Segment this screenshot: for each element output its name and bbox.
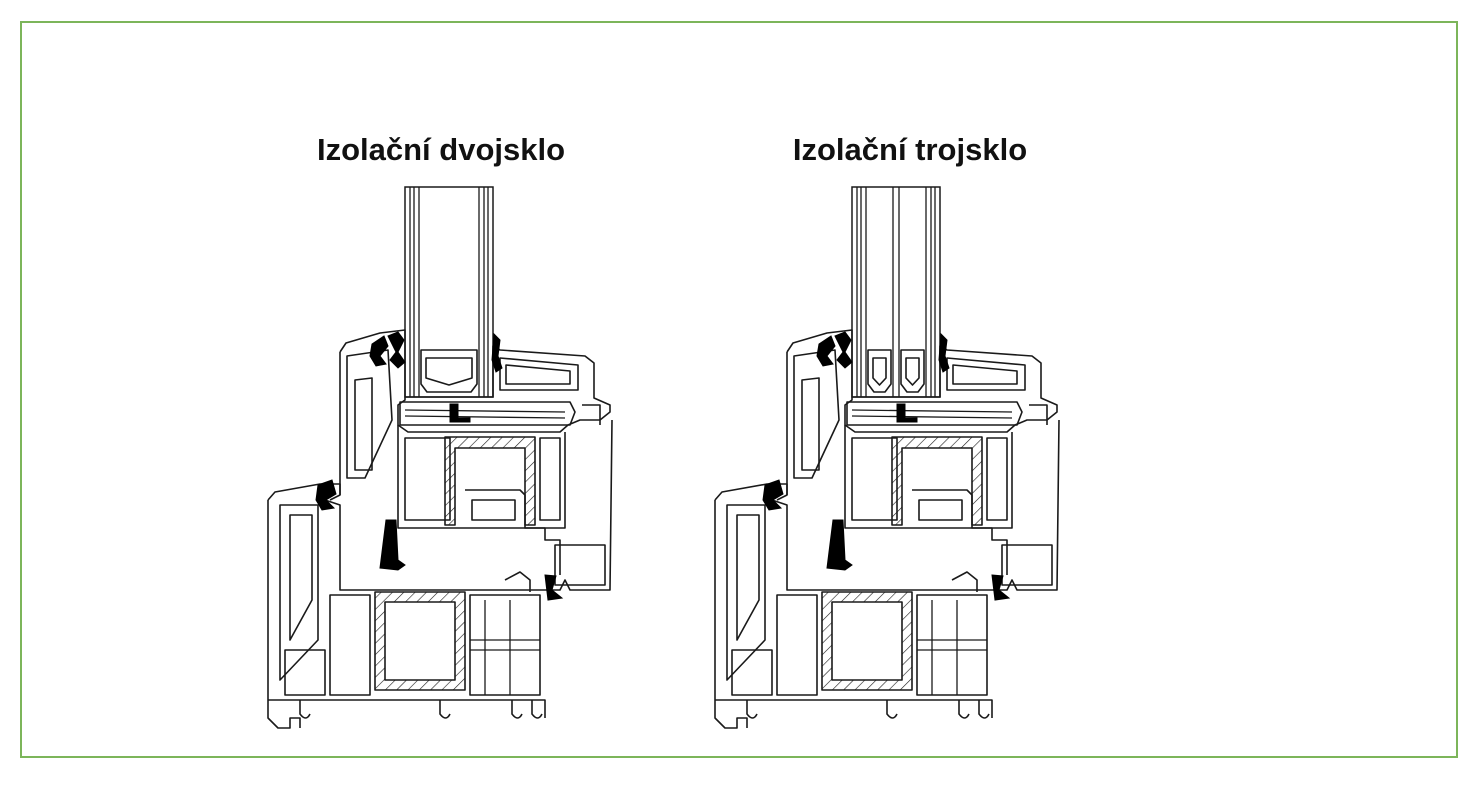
frame-hook [439, 700, 451, 719]
frame-hook [886, 700, 898, 719]
gasket-frame-middle [826, 519, 853, 571]
frame-clip [504, 571, 531, 592]
glazing-unit-outline [404, 186, 494, 398]
sash-left-edge [329, 352, 341, 501]
frame-chamber-left [726, 504, 766, 681]
profile-section-triple [714, 186, 1060, 729]
gasket-frame-outer [315, 479, 337, 511]
glazing-bead [499, 357, 579, 391]
gasket-frame-outer [762, 479, 784, 511]
frame-hook [978, 700, 990, 719]
gasket-outer-top-2 [369, 335, 389, 367]
sash-chamber-right [986, 437, 1008, 521]
sash-chamber-left-inner [801, 377, 820, 471]
sash-outline [339, 329, 611, 433]
frame-left-outer [714, 500, 748, 729]
gasket-outer-top-2 [816, 335, 836, 367]
diagram-frame [20, 21, 1458, 758]
frame-chamber-right-small [1001, 544, 1053, 586]
frame-chamber-right [916, 594, 988, 696]
gasket-frame-middle [379, 519, 406, 571]
gasket-frame-inner [544, 574, 564, 601]
glass-support [846, 401, 1023, 426]
sash-steel-reinforcement [891, 436, 983, 526]
spacer-inner [872, 357, 887, 386]
gasket-frame-inner [991, 574, 1011, 601]
gasket-outer-top [387, 331, 406, 369]
gasket-glass-bottom [896, 403, 918, 423]
frame-chamber-bottom-left [731, 649, 773, 696]
sash-chamber-left [346, 349, 393, 479]
frame-mullion [465, 489, 561, 575]
glass-support-line [851, 409, 1013, 413]
frame-chamber-right [469, 594, 541, 696]
frame-mullion-chamber [471, 499, 516, 521]
profile-section-double [267, 186, 613, 729]
glazing-unit-outline [851, 186, 941, 398]
frame-hook [746, 700, 758, 719]
frame-chamber-bottom-left [284, 649, 326, 696]
sash-tip [582, 404, 601, 425]
frame-chamber-left-inner [736, 514, 760, 641]
sash-chamber-left [793, 349, 840, 479]
gasket-glass-bottom [449, 403, 471, 423]
panel-title-double: Izolační dvojsklo [316, 132, 566, 167]
sash-tip [1029, 404, 1048, 425]
sash-chamber-left-inner [354, 377, 373, 471]
frame-bottom-line [268, 699, 546, 718]
glass-support [399, 401, 576, 426]
gasket-outer-top [834, 331, 853, 369]
frame-mullion-chamber [918, 499, 963, 521]
gasket-inner-top [938, 332, 950, 373]
frame-hook [958, 700, 970, 719]
frame-steel-reinforcement [374, 591, 466, 691]
sash-left-edge [776, 352, 788, 501]
frame-hook [511, 700, 523, 719]
sash-steel-reinforcement [444, 436, 536, 526]
gasket-inner-top [491, 332, 503, 373]
glass-support-line [404, 409, 566, 413]
glass-support-line [404, 415, 566, 419]
frame-hook [531, 700, 543, 719]
sash-outline [786, 329, 1058, 433]
frame-chamber-left [279, 504, 319, 681]
spacer-bar [900, 349, 925, 393]
frame-chamber-right-small [554, 544, 606, 586]
frame-hook [299, 700, 311, 719]
glass-support-line [851, 415, 1013, 419]
frame-clip [951, 571, 978, 592]
sash-body [844, 425, 1013, 529]
sash-body [397, 425, 566, 529]
sash-chamber-right [539, 437, 561, 521]
sash-chamber [851, 437, 898, 521]
frame-bottom-line [715, 699, 993, 718]
frame-steel-reinforcement [821, 591, 913, 691]
frame-chamber-bottom [329, 594, 371, 696]
frame-chamber-bottom [776, 594, 818, 696]
frame-chamber-left-inner [289, 514, 313, 641]
glazing-bead-inner [505, 364, 571, 385]
frame-mullion [912, 489, 1008, 575]
panel-title-triple: Izolační trojsklo [792, 132, 1028, 167]
frame-left-outer [267, 500, 301, 729]
glazing-bead-inner [952, 364, 1018, 385]
spacer-inner [425, 357, 473, 386]
sash-chamber [404, 437, 451, 521]
spacer-bar [420, 349, 478, 393]
spacer-bar [867, 349, 892, 393]
spacer-inner [905, 357, 920, 386]
glazing-bead [946, 357, 1026, 391]
